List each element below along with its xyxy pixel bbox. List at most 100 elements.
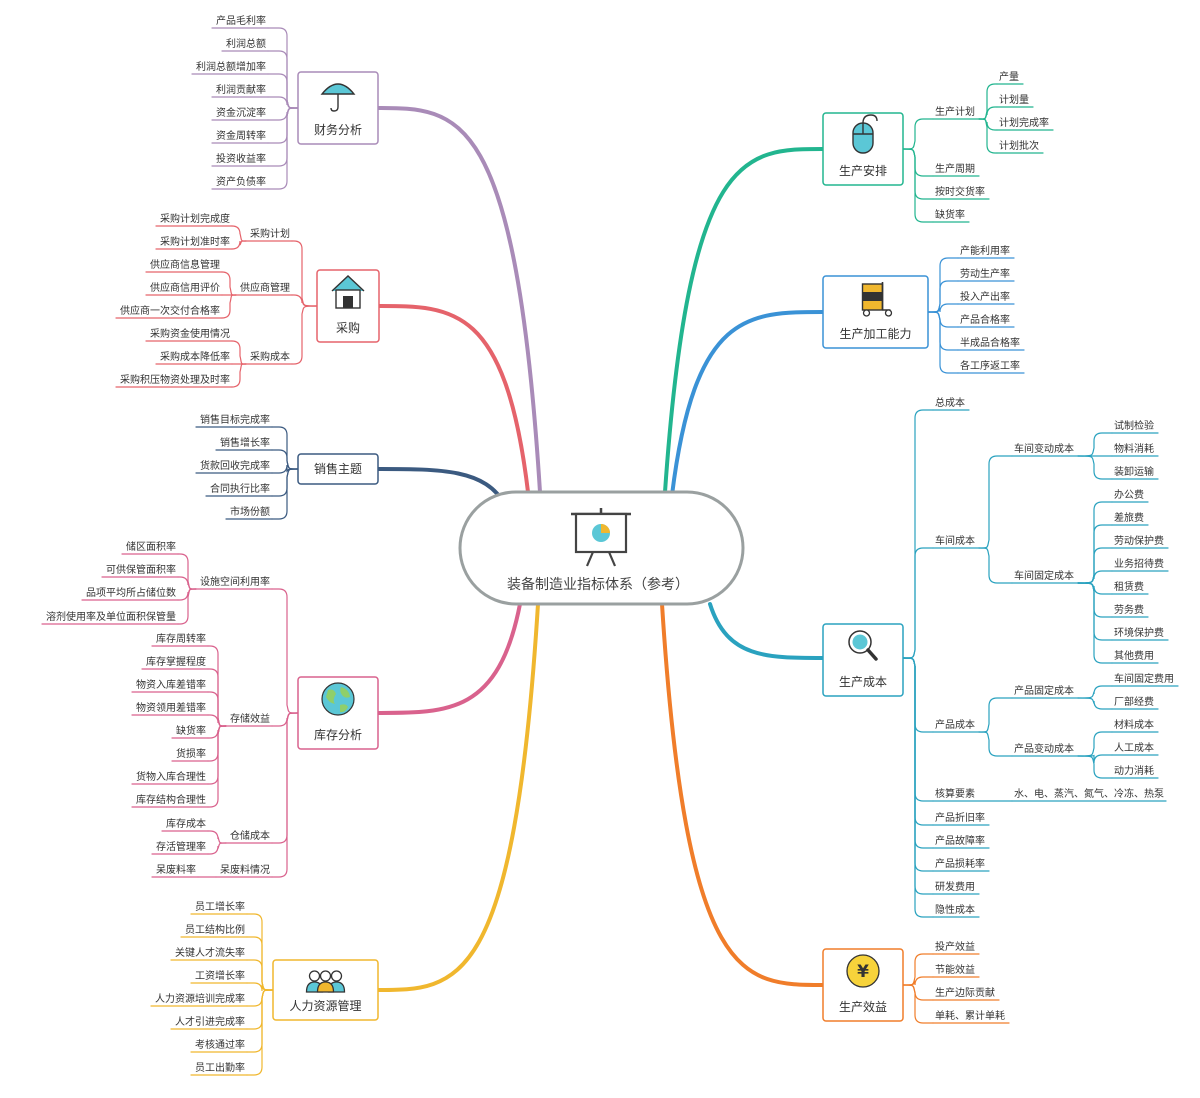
connector-line [271, 468, 299, 520]
leaf-cost-note: 水、电、蒸汽、氮气、冷冻、热泵 [1014, 787, 1164, 800]
connector-line [246, 913, 274, 991]
connector-line [1077, 755, 1113, 779]
leaf-purchase: 采购计划准时率 [160, 235, 230, 248]
leaf-capacity: 产品合格率 [960, 313, 1010, 326]
connector-line [177, 553, 197, 590]
connector-line [267, 107, 299, 121]
machine-icon [861, 282, 893, 317]
leaf-inventory: 可供保管面积率 [106, 563, 176, 576]
subtopic-cost-sub: 车间固定成本 [1014, 569, 1074, 582]
connector-line [978, 118, 998, 131]
connector-line [1077, 582, 1113, 664]
subtopic-cost-sub: 车间变动成本 [1014, 442, 1074, 455]
leaf-cost: 环境保护费 [1114, 626, 1164, 639]
central-topic-title: 装备制造业指标体系（参考） [507, 576, 689, 593]
leaf-purchase: 采购计划完成度 [160, 212, 230, 225]
leaf-sales: 市场份额 [230, 505, 270, 518]
connector-line [246, 989, 274, 1076]
connector-line [267, 73, 299, 109]
branch-capacity[interactable] [822, 275, 929, 349]
main-branch-line [376, 106, 542, 494]
leaf-sales: 销售增长率 [220, 436, 270, 449]
main-branch-line [377, 304, 530, 494]
connector-line [291, 240, 318, 307]
connector-line [267, 107, 299, 190]
connector-line [246, 989, 274, 1053]
leaf-cost: 差旅费 [1114, 511, 1144, 524]
subtopic-cost-sub: 产品变动成本 [1014, 742, 1074, 755]
branch-sales[interactable] [297, 453, 379, 485]
leaf-hr: 工资增长率 [195, 969, 245, 982]
connector-line [902, 984, 934, 1001]
main-branch-line [660, 602, 825, 987]
subtopic-inventory: 仓储成本 [230, 829, 270, 842]
main-branch-line [663, 147, 825, 494]
connector-line [902, 148, 934, 223]
leaf-cost: 厂部经费 [1114, 695, 1154, 708]
branch-hr-title: 人力资源管理 [289, 998, 361, 1013]
connector-line [271, 449, 299, 470]
leaf-inventory: 缺货率 [176, 724, 206, 737]
leaf-cost: 装卸运输 [1114, 465, 1154, 478]
connector-line [927, 311, 959, 374]
leaf-cost: 人工成本 [1114, 741, 1154, 754]
connector-line [902, 657, 934, 802]
connector-line [231, 340, 247, 365]
globe-icon [321, 682, 355, 716]
leaf-hr: 关键人才流失率 [175, 946, 245, 959]
leaf-cost: 其他费用 [1114, 649, 1154, 662]
leaf-cost: 车间固定费用 [1114, 672, 1174, 685]
connector-line [231, 240, 247, 250]
subtopic-cost: 产品故障率 [935, 834, 985, 847]
connector-line [267, 96, 299, 109]
branch-finance-title: 财务分析 [314, 122, 362, 137]
connector-line [902, 984, 934, 1024]
connector-line [221, 294, 237, 319]
connector-line [271, 712, 299, 878]
leaf-finance: 利润总额 [226, 37, 266, 50]
leaf-arrange: 计划批次 [999, 139, 1039, 152]
leaf-inventory: 物资入库差错率 [136, 678, 206, 691]
people-icon [305, 970, 346, 993]
leaf-cost: 租赁费 [1114, 580, 1144, 593]
leaf-inventory: 呆废料率 [156, 863, 196, 876]
leaf-arrange: 产量 [999, 70, 1019, 83]
branch-inventory-title: 库存分析 [314, 727, 362, 742]
branch-cost[interactable] [822, 623, 904, 697]
leaf-hr: 考核通过率 [195, 1038, 245, 1051]
subtopic-inventory: 存储效益 [230, 712, 270, 725]
leaf-hr: 员工结构比例 [185, 923, 245, 936]
leaf-cost: 办公费 [1114, 488, 1144, 501]
connector-line [978, 731, 1013, 757]
leaf-cost: 业务招待费 [1114, 557, 1164, 570]
umbrella-icon [320, 83, 356, 112]
leaf-cost: 材料成本 [1114, 718, 1154, 731]
leaf-benefit: 单耗、累计单耗 [935, 1009, 1005, 1022]
connector-line [291, 305, 318, 365]
connector-line [207, 725, 227, 739]
branch-sales-title: 销售主题 [314, 461, 362, 476]
connector-line [1077, 455, 1113, 480]
main-branch-line [670, 310, 825, 497]
subtopic-cost: 隐性成本 [935, 903, 975, 916]
connector-line [902, 657, 934, 872]
leaf-inventory: 溶剂使用率及单位面积保管量 [46, 610, 176, 623]
leaf-cost: 试制检验 [1114, 419, 1154, 432]
leaf-capacity: 投入产出率 [960, 290, 1010, 303]
subtopic-cost: 研发费用 [935, 880, 975, 893]
connector-layer [41, 27, 1179, 1076]
leaf-benefit: 投产效益 [935, 940, 975, 953]
leaf-capacity: 半成品合格率 [960, 336, 1020, 349]
connector-line [207, 645, 227, 727]
connector-line [267, 107, 299, 144]
connector-line [1077, 731, 1113, 757]
connector-line [207, 842, 227, 855]
leaf-inventory: 品项平均所占储位数 [86, 586, 176, 599]
magnifier-icon [848, 630, 878, 661]
connector-line [246, 989, 274, 1030]
connector-line [207, 725, 227, 762]
leaf-purchase: 采购积压物资处理及时率 [120, 373, 230, 386]
subtopic-cost: 车间成本 [935, 534, 975, 547]
subtopic-cost: 核算要素 [935, 787, 975, 800]
